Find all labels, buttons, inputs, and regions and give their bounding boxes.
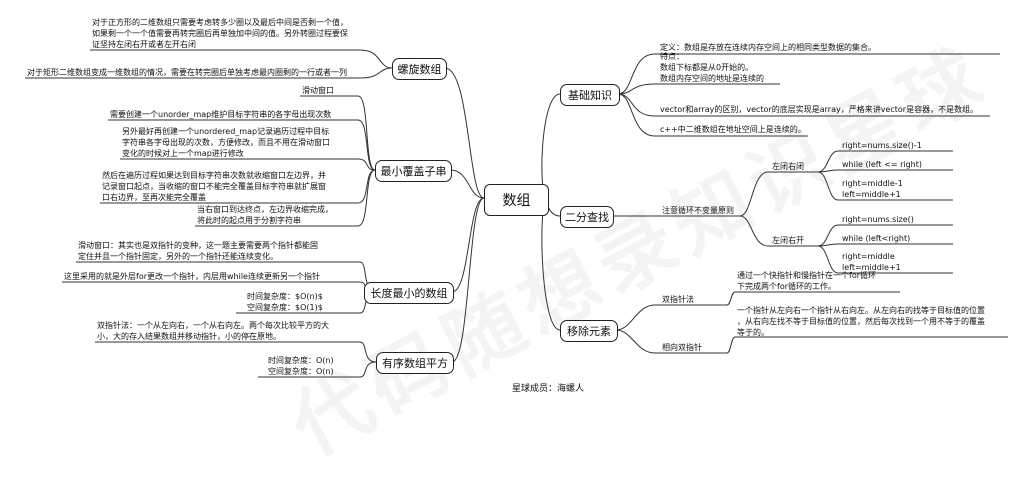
closed-loop: while (left <= right) [842, 160, 923, 169]
branch-spiral-label: 螺旋数组 [397, 63, 442, 76]
min-length-sliding-window: 滑动窗口：其实也是双指针的变种，这一题主要需要两个指针都能固 定住并且一个指针固… [78, 241, 318, 261]
open-interval-label: 左闭右开 [772, 236, 804, 245]
min-cover-sliding-window: 滑动窗口 [302, 86, 334, 95]
branch-min-length-label: 长度最小的数组 [370, 287, 448, 300]
footer-member: 星球成员：海螺人 [512, 384, 585, 394]
branch-squares[interactable]: 有序数组平方 [376, 352, 454, 374]
branch-min-cover-label: 最小覆盖子串 [380, 165, 447, 178]
branch-remove-elements-label: 移除元素 [567, 325, 611, 338]
min-cover-finish: 当右窗口到达终点，左边界收缩完成， 将此时的起点用于分割字符串 [197, 205, 333, 225]
branch-basics[interactable]: 基础知识 [560, 84, 620, 106]
basics-vector-note: vector和array的区别，vector的底层实现是array，严格来讲ve… [660, 105, 979, 114]
basics-definition: 定义：数组是存放在连续内存空间上的相同类型数据的集合。 [660, 43, 876, 52]
closed-init: right=nums.size()-1 [842, 141, 922, 150]
basics-cpp-note: c++中二维数组在地址空间上是连续的。 [660, 125, 806, 134]
min-length-loops: 这里采用的就是外层for更改一个指针，内层用while连续更新另一个指针 [64, 272, 320, 281]
opposite-pointer-label: 相向双指针 [662, 343, 702, 352]
open-update: right=middle left=middle+1 [842, 252, 901, 272]
root-label: 数组 [502, 193, 531, 209]
spiral-note-rect: 对于矩形二维数组变成一维数组的情况，需要在转完圈后单独考虑最内圈剩的一行或者一列 [27, 68, 347, 77]
squares-complexity: 时间复杂度：O(n) 空间复杂度：O(n) [268, 356, 334, 376]
basics-features: 特点： 数组下标都是从0开始的。 数组内存空间的地址是连续的 [660, 52, 764, 83]
connector-lines [25, 49, 1008, 378]
two-pointer-desc: 通过一个快指针和慢指针在一个for循环 下完成两个for循环的工作。 [737, 271, 876, 291]
two-pointer-label: 双指针法 [662, 295, 694, 304]
closed-interval-label: 左闭右闭 [772, 162, 804, 171]
open-init: right=nums.size() [842, 215, 914, 224]
branch-min-length[interactable]: 长度最小的数组 [364, 282, 454, 304]
min-cover-shrink: 然后在遍历过程如果达到目标字符串次数就收缩窗口左边界，并 记录窗口起点，当收缩的… [102, 171, 326, 202]
branch-squares-label: 有序数组平方 [382, 357, 448, 370]
open-loop: while (left<right) [842, 234, 911, 243]
binary-search-rule: 注意循环不变量原则 [662, 206, 734, 215]
spiral-note-square: 对于正方形的二维数组只需要考虑转多少圈以及最后中间是否剩一个值， 如果剩一个一个… [92, 18, 348, 49]
min-cover-second-map: 另外最好再创建一个unordered_map记录遍历过程中目标 字符串各字母出现… [122, 127, 330, 158]
branch-remove-elements[interactable]: 移除元素 [560, 320, 618, 342]
branch-basics-label: 基础知识 [568, 89, 612, 102]
branch-min-cover[interactable]: 最小覆盖子串 [375, 160, 452, 182]
squares-two-pointer: 双指针法：一个从左向右，一个从右向左。两个每次比较平方的大 小，大的存入结果数组… [97, 321, 329, 341]
opposite-pointer-desc: 一个指针从左向右一个指针从右向左。从左向右的找等于目标值的位置 ，从右向左找不等… [737, 306, 985, 337]
branch-binary-search-label: 二分查找 [565, 211, 609, 224]
branch-spiral[interactable]: 螺旋数组 [392, 58, 447, 80]
root-node[interactable]: 数组 [484, 184, 549, 216]
min-length-complexity: 时间复杂度：$O(n)$ 空间复杂度：$O(1)$ [247, 292, 323, 312]
closed-update: right=middle-1 left=middle+1 [842, 179, 903, 199]
branch-binary-search[interactable]: 二分查找 [560, 206, 614, 228]
min-cover-map-note: 需要创建一个unorder_map维护目标字符串的各字母出现次数 [110, 110, 332, 119]
